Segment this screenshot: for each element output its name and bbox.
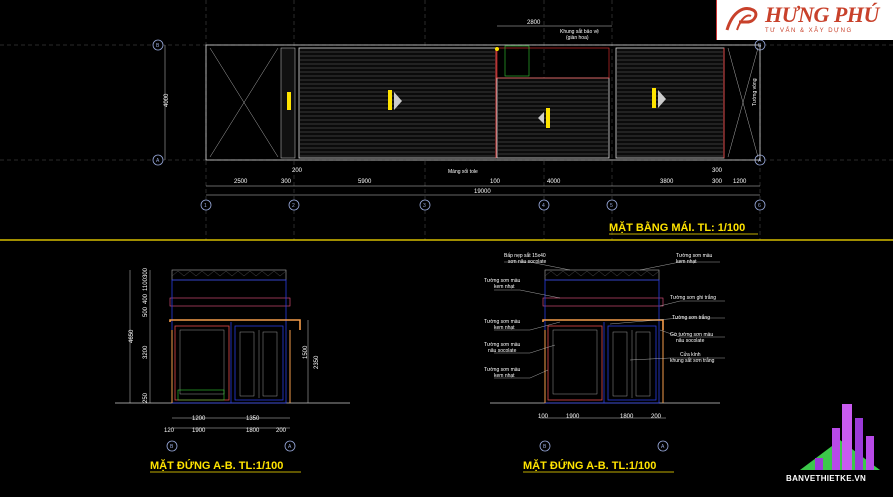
hung-phu-logo: HƯNG PHÚ TƯ VẤN & XÂY DỰNG <box>716 0 893 40</box>
svg-text:5900: 5900 <box>358 179 372 185</box>
svg-text:250: 250 <box>143 392 149 403</box>
svg-text:1900: 1900 <box>192 428 206 434</box>
svg-text:Tường sơn trắng: Tường sơn trắng <box>672 314 710 321</box>
svg-text:nâu socolate: nâu socolate <box>676 338 705 344</box>
svg-text:Cửa kính: Cửa kính <box>680 351 701 358</box>
left-elev-grid-bubbles: B A <box>166 440 296 452</box>
svg-text:1200: 1200 <box>192 416 206 422</box>
svg-text:100: 100 <box>490 179 501 185</box>
svg-text:2500: 2500 <box>234 179 248 185</box>
svg-text:Tường sơn ghi trắng: Tường sơn ghi trắng <box>670 294 716 301</box>
svg-text:3200: 3200 <box>143 345 149 359</box>
svg-text:nâu socolate: nâu socolate <box>488 348 517 354</box>
elevation-right-title: MẶT ĐỨNG A-B. TL:1/100 <box>523 459 656 472</box>
svg-text:1100: 1100 <box>143 277 149 291</box>
svg-text:A: A <box>288 444 292 450</box>
svg-text:6: 6 <box>758 203 761 209</box>
svg-text:1: 1 <box>204 203 207 209</box>
svg-text:400: 400 <box>143 293 149 304</box>
svg-text:1800: 1800 <box>246 428 260 434</box>
logo-name: HƯNG PHÚ <box>765 2 879 27</box>
svg-text:200: 200 <box>651 414 662 420</box>
svg-text:Tường sơn màu: Tường sơn màu <box>484 367 521 373</box>
svg-text:Tường sơn màu: Tường sơn màu <box>484 278 521 284</box>
svg-text:300: 300 <box>143 267 149 278</box>
svg-text:19000: 19000 <box>474 189 491 195</box>
right-elev-dim-texts: 100 1900 1800 200 <box>538 414 662 420</box>
svg-text:B: B <box>543 444 547 450</box>
svg-text:khung sắt sơn trắng: khung sắt sơn trắng <box>670 357 715 364</box>
svg-text:100: 100 <box>538 414 549 420</box>
svg-text:Gờ tường sơn màu: Gờ tường sơn màu <box>670 332 713 338</box>
svg-text:300: 300 <box>712 168 723 174</box>
hung-phu-logo-icon <box>725 7 758 31</box>
svg-text:4: 4 <box>542 203 545 209</box>
svg-text:Tường sơn màu: Tường sơn màu <box>484 342 521 348</box>
svg-text:300: 300 <box>281 179 292 185</box>
svg-text:500: 500 <box>143 306 149 317</box>
svg-text:200: 200 <box>276 428 287 434</box>
svg-text:Tường sơn màu: Tường sơn màu <box>484 319 521 325</box>
elevation-left-title: MẶT ĐỨNG A-B. TL:1/100 <box>150 459 283 472</box>
svg-text:Tường vòng: Tường vòng <box>752 78 758 106</box>
svg-text:4000: 4000 <box>164 93 170 107</box>
svg-text:3800: 3800 <box>660 179 674 185</box>
svg-text:A: A <box>661 444 665 450</box>
svg-text:kem nhạt: kem nhạt <box>494 325 515 331</box>
svg-text:300: 300 <box>712 179 723 185</box>
svg-text:4000: 4000 <box>547 179 561 185</box>
left-elev-dim-texts: 4650 300 1100 400 500 3200 250 1500 2350… <box>129 267 320 434</box>
svg-text:kem nhạt: kem nhạt <box>494 373 515 379</box>
svg-text:Máng xối tole: Máng xối tole <box>448 169 478 175</box>
svg-text:A: A <box>156 158 160 164</box>
svg-text:B: B <box>170 444 174 450</box>
svg-text:1500: 1500 <box>303 345 309 359</box>
svg-text:B: B <box>156 43 160 49</box>
svg-text:kem nhạt: kem nhạt <box>676 259 697 265</box>
leader-lines <box>494 261 725 379</box>
svg-text:2350: 2350 <box>314 355 320 369</box>
svg-text:A: A <box>758 158 762 164</box>
svg-text:2800: 2800 <box>527 20 541 26</box>
left-elev-dims <box>129 270 309 429</box>
svg-text:2: 2 <box>292 203 295 209</box>
right-elev-grid-bubbles: B A <box>539 440 669 452</box>
svg-text:Khung sắt bảo vệ: Khung sắt bảo vệ <box>560 28 599 35</box>
svg-text:1900: 1900 <box>566 414 580 420</box>
svg-text:3: 3 <box>423 203 426 209</box>
elevation-left <box>115 269 350 404</box>
svg-text:kem nhạt: kem nhạt <box>494 284 515 290</box>
svg-text:120: 120 <box>164 428 175 434</box>
right-elev-notes: Bấp nẹp sắt 15x40 sơn nâu socolate Tường… <box>484 252 716 379</box>
roof-dim-texts: 2500 300 5900 100 4000 3800 300 1200 200… <box>164 20 758 234</box>
svg-text:200: 200 <box>292 168 303 174</box>
banvethietke-logo-icon <box>800 404 880 470</box>
svg-text:4650: 4650 <box>129 329 135 343</box>
roof-plan <box>205 44 761 161</box>
svg-text:1800: 1800 <box>620 414 634 420</box>
svg-text:sơn nâu socolate: sơn nâu socolate <box>508 259 547 265</box>
brand-text: BANVETHIETKE.VN <box>786 474 867 483</box>
roof-plan-title: MẶT BẰNG MÁI. TL: 1/100 <box>609 221 745 234</box>
elevation-right <box>490 269 720 404</box>
svg-text:1200: 1200 <box>733 179 747 185</box>
svg-text:Tường sơn màu: Tường sơn màu <box>676 253 713 259</box>
svg-text:(giàn hoa): (giàn hoa) <box>566 35 589 41</box>
logo-tagline: TƯ VẤN & XÂY DỰNG <box>765 28 853 34</box>
svg-text:Bấp nẹp sắt 15x40: Bấp nẹp sắt 15x40 <box>504 252 546 259</box>
svg-text:5: 5 <box>610 203 613 209</box>
dimension-lines <box>164 25 760 196</box>
svg-text:1350: 1350 <box>246 416 260 422</box>
